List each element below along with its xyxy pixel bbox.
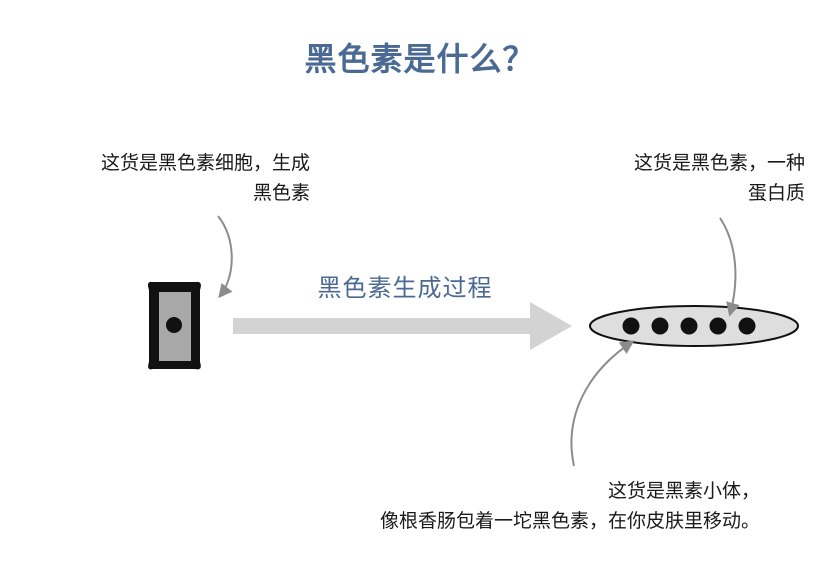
melanocyte-annotation: 这货是黑色素细胞，生成 黑色素 (40, 148, 310, 208)
process-arrow (233, 302, 572, 350)
melanosome-annotation: 这货是黑素小体， 像根香肠包着一坨黑色素，在你皮肤里移动。 (280, 476, 760, 536)
melanocyte-nucleus (166, 317, 182, 333)
melanosome (589, 305, 799, 347)
melanin-dots (622, 317, 756, 335)
melanin-dot (738, 317, 756, 335)
melanin-pointer-arrow (719, 217, 740, 317)
process-label: 黑色素生成过程 (317, 274, 493, 302)
melanocyte-annotation-line-2: 黑色素 (252, 182, 310, 204)
melanin-dot (651, 317, 669, 335)
melanosome-annotation-line-2: 像根香肠包着一坨黑色素，在你皮肤里移动。 (379, 510, 760, 532)
melanin-annotation-line-2: 蛋白质 (747, 182, 805, 204)
melanocyte-cell (148, 281, 201, 370)
melanocyte-annotation-line-1: 这货是黑色素细胞，生成 (100, 152, 310, 174)
melanin-dot (622, 317, 640, 335)
melanin-annotation: 这货是黑色素，一种 蛋白质 (585, 148, 805, 208)
melanocyte-pointer-arrow (217, 215, 233, 299)
page-title: 黑色素是什么？ (304, 40, 536, 78)
melanin-dot (680, 317, 698, 335)
melanin-annotation-line-1: 这货是黑色素，一种 (633, 152, 805, 174)
melanosome-annotation-line-1: 这货是黑素小体， (607, 480, 760, 502)
melanin-dot (709, 317, 727, 335)
melanosome-pointer-arrow (570, 340, 635, 467)
